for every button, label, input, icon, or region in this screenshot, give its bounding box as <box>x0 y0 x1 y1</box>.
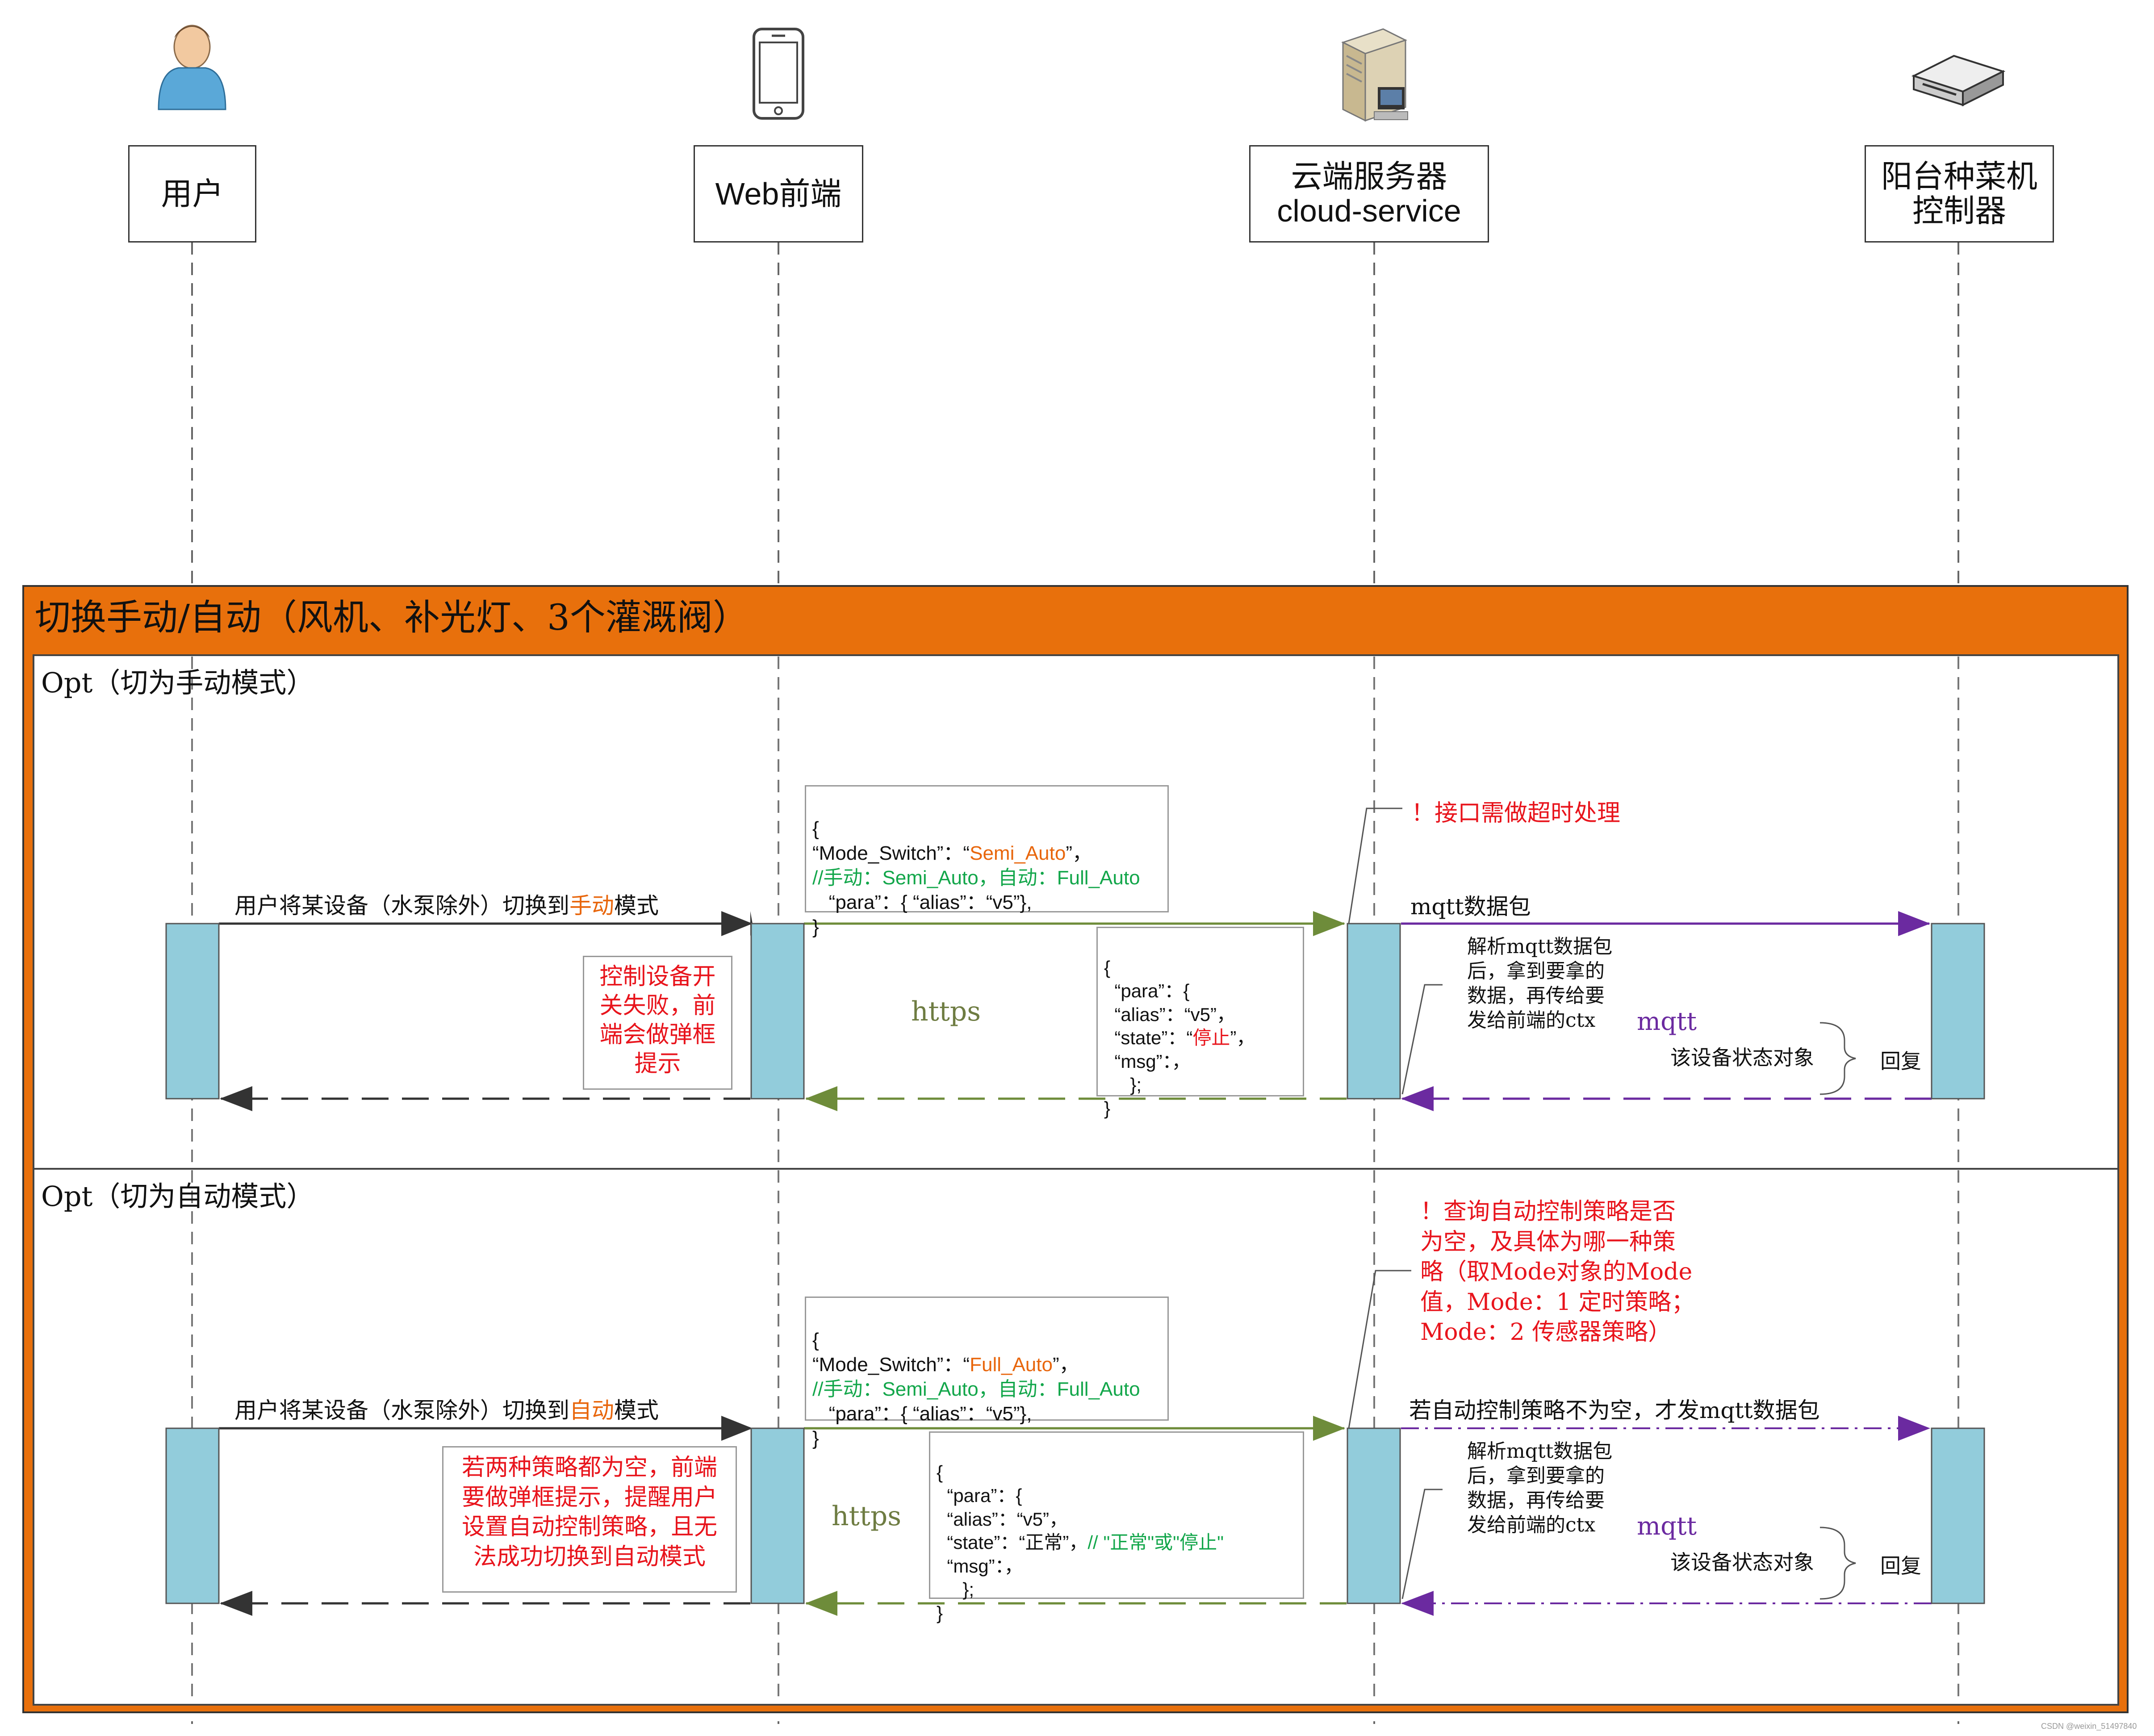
server-icon <box>1343 29 1408 121</box>
status-object-auto: 该设备状态对象 <box>1670 1546 1814 1576</box>
activation-cloud-auto <box>1347 1428 1400 1603</box>
mqtt-label-manual: mqtt数据包 <box>1410 889 1531 921</box>
actor-user-label: 用户 <box>161 177 224 211</box>
mqtt-reply-manual: mqtt <box>1637 1007 1697 1036</box>
status-object-manual: 该设备状态对象 <box>1670 1042 1814 1071</box>
timeout-note: ！接口需做超时处理 <box>1411 794 1620 828</box>
smartphone-icon <box>754 29 803 118</box>
parse-note-auto: 解析mqtt数据包 后，拿到要拿的 数据，再传给要 发给前端的ctx <box>1467 1439 1612 1537</box>
mqtt-reply-auto: mqtt <box>1637 1512 1697 1541</box>
actor-controller-label-1: 阳台种菜机 <box>1881 159 2037 194</box>
reply-label-auto: 回复 <box>1880 1550 1921 1579</box>
user-message-auto: 用户将某设备（水泵除外）切换到自动模式 <box>234 1393 659 1425</box>
fail-note-manual: 控制设备开 关失败，前 端会做弹框 提示 <box>583 956 732 1090</box>
mode-highlight: 自动 <box>569 1398 614 1423</box>
opt-manual-title: Opt（切为手动模式） <box>41 660 314 700</box>
activation-controller-auto <box>1932 1428 1984 1603</box>
mqtt-label-auto: 若自动控制策略不为空，才发mqtt数据包 <box>1409 1393 1820 1425</box>
actor-controller: 阳台种菜机 控制器 <box>1865 145 2054 243</box>
actor-cloud: 云端服务器 cloud-service <box>1249 145 1489 243</box>
mode-highlight: 手动 <box>569 893 614 918</box>
parse-note-manual: 解析mqtt数据包 后，拿到要拿的 数据，再传给要 发给前端的ctx <box>1467 934 1612 1033</box>
response-note-manual: { “para”：{ “alias”：“v5”， “state”：“停止”， “… <box>1096 927 1304 1096</box>
actor-cloud-label-2: cloud-service <box>1277 194 1461 228</box>
query-note: ！查询自动控制策略是否 为空，及具体为哪一种策 略（取Mode对象的Mode 值… <box>1420 1197 1694 1348</box>
activation-user-manual <box>166 924 219 1099</box>
activation-controller-manual <box>1932 924 1984 1099</box>
request-note-manual: { “Mode_Switch”：“Semi_Auto”， //手动：Semi_A… <box>805 785 1169 912</box>
https-label-auto: https <box>832 1501 901 1532</box>
activation-web-manual <box>751 924 804 1099</box>
controller-device-icon <box>1914 56 2003 105</box>
fail-note-auto: 若两种策略都为空，前端 要做弹框提示，提醒用户 设置自动控制策略，且无 法成功切… <box>442 1446 737 1593</box>
actor-web: Web前端 <box>694 145 863 243</box>
watermark: CSDN @weixin_51497840 <box>2041 1722 2137 1731</box>
frame-title: 切换手动/自动（风机、补光灯、3个灌溉阀） <box>35 589 749 640</box>
actor-controller-label-2: 控制器 <box>1912 194 2006 228</box>
response-note-auto: { “para”：{ “alias”：“v5”， “state”：“正常”，//… <box>929 1431 1304 1599</box>
person-icon <box>159 25 226 109</box>
request-note-auto: { “Mode_Switch”：“Full_Auto”， //手动：Semi_A… <box>805 1297 1169 1421</box>
reply-label-manual: 回复 <box>1880 1045 1921 1075</box>
user-message-manual: 用户将某设备（水泵除外）切换到手动模式 <box>234 888 659 920</box>
activation-web-auto <box>751 1428 804 1603</box>
actor-user: 用户 <box>128 145 256 243</box>
actor-web-label: Web前端 <box>715 177 842 211</box>
opt-auto-title: Opt（切为自动模式） <box>41 1174 314 1214</box>
https-label-manual: https <box>911 996 981 1027</box>
actor-cloud-label-1: 云端服务器 <box>1291 159 1447 194</box>
activation-user-auto <box>166 1428 219 1603</box>
activation-cloud-manual <box>1347 924 1400 1099</box>
